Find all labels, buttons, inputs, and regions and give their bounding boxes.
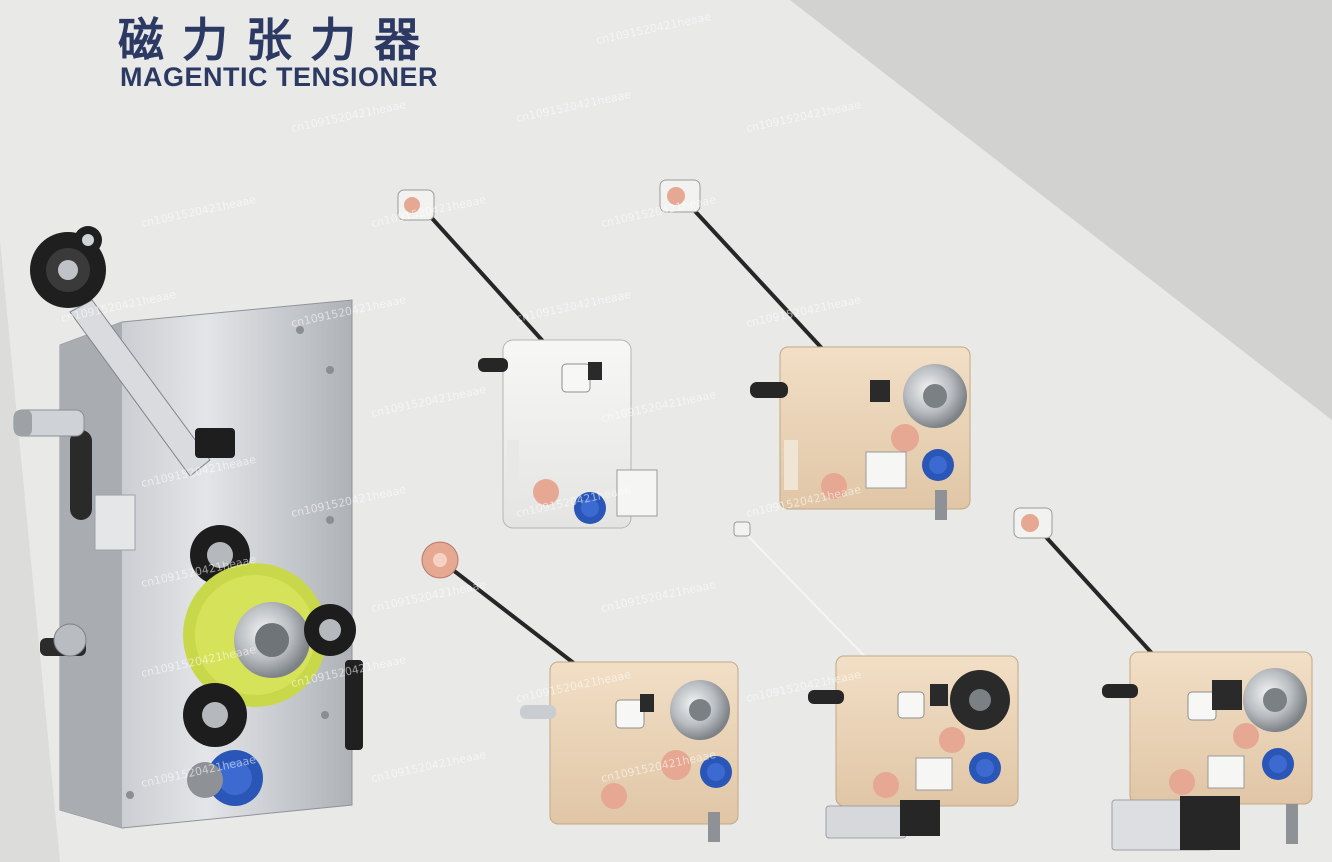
background-dark-band (790, 0, 1332, 420)
cream-tensioner-cylinder (733, 521, 1019, 839)
background-left-shade (0, 240, 60, 862)
title-chinese: 磁力张力器 (118, 13, 438, 67)
cream-tensioner-large (659, 179, 971, 520)
large-silver-tensioner (13, 226, 363, 829)
title-english: MAGENTIC TENSIONER (120, 62, 439, 92)
cream-tensioner-cylinder-right (1013, 507, 1313, 851)
cream-tensioner-small (421, 541, 739, 842)
white-tensioner (397, 189, 658, 529)
